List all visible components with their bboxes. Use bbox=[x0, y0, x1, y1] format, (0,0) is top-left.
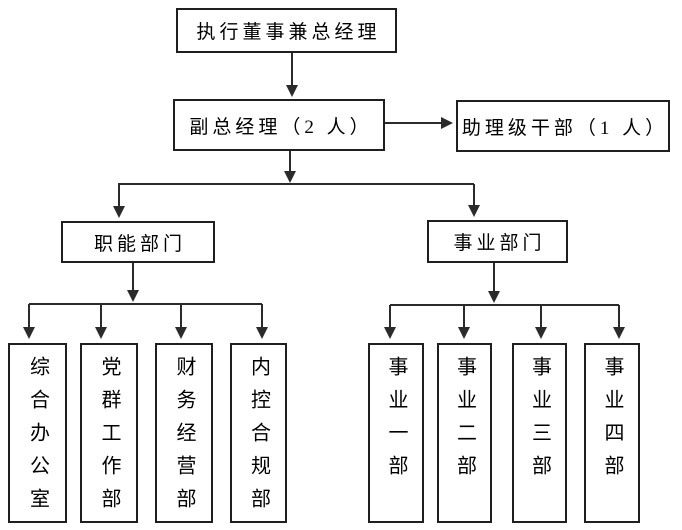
node-assistant-cadre: 助理级干部（1 人） bbox=[456, 100, 670, 152]
node-finance-operation-dept: 财务经营部 bbox=[155, 343, 213, 523]
arrow-bar-to-general-office bbox=[23, 304, 35, 339]
arrow-split-to-functional bbox=[113, 184, 125, 218]
node-label: 执行董事兼总经理 bbox=[196, 22, 381, 43]
arrow-business-to-bar bbox=[390, 263, 619, 306]
node-label: 助理级干部（1 人） bbox=[461, 117, 669, 139]
arrow-root-to-deputy bbox=[286, 53, 298, 97]
node-business-dept-1: 事业一部 bbox=[368, 343, 424, 523]
node-internal-control-compliance-dept: 内控合规部 bbox=[230, 343, 287, 523]
arrow-bar-to-finance-dept bbox=[175, 304, 187, 339]
node-label: 事业二部 bbox=[453, 356, 476, 488]
arrow-bar-to-compliance-dept bbox=[256, 304, 268, 339]
node-party-work-dept: 党群工作部 bbox=[80, 343, 138, 523]
node-business-dept-2: 事业二部 bbox=[437, 343, 492, 523]
node-label: 事业四部 bbox=[601, 356, 623, 488]
arrow-bar-to-business-1 bbox=[384, 305, 396, 339]
node-label: 事业一部 bbox=[385, 356, 407, 488]
arrow-bar-to-business-3 bbox=[535, 305, 547, 339]
node-label: 事业部门 bbox=[453, 233, 546, 254]
node-business-dept: 事业部门 bbox=[427, 220, 568, 263]
arrow-split-to-business bbox=[468, 184, 480, 217]
node-business-dept-4: 事业四部 bbox=[584, 343, 640, 523]
node-label: 综合办公室 bbox=[26, 356, 49, 521]
node-label: 副总经理（2 人） bbox=[189, 116, 373, 138]
arrow-functional-to-bar bbox=[29, 263, 262, 305]
node-executive-director-gm: 执行董事兼总经理 bbox=[176, 8, 397, 53]
node-label: 财务经营部 bbox=[173, 356, 195, 521]
arrow-bar-to-party-dept bbox=[95, 304, 107, 339]
node-label: 职能部门 bbox=[93, 233, 186, 255]
node-label: 内控合规部 bbox=[247, 356, 270, 521]
arrow-deputy-to-assistant bbox=[385, 117, 453, 129]
arrow-bar-to-business-4 bbox=[613, 305, 625, 339]
node-label: 党群工作部 bbox=[98, 356, 120, 521]
arrow-bar-to-business-2 bbox=[458, 305, 470, 339]
node-business-dept-3: 事业三部 bbox=[512, 343, 567, 523]
node-label: 事业三部 bbox=[528, 356, 551, 488]
node-functional-dept: 职能部门 bbox=[61, 221, 215, 263]
node-general-office: 综合办公室 bbox=[8, 343, 67, 523]
arrow-deputy-to-split bbox=[118, 151, 474, 185]
node-deputy-gm: 副总经理（2 人） bbox=[173, 99, 385, 151]
